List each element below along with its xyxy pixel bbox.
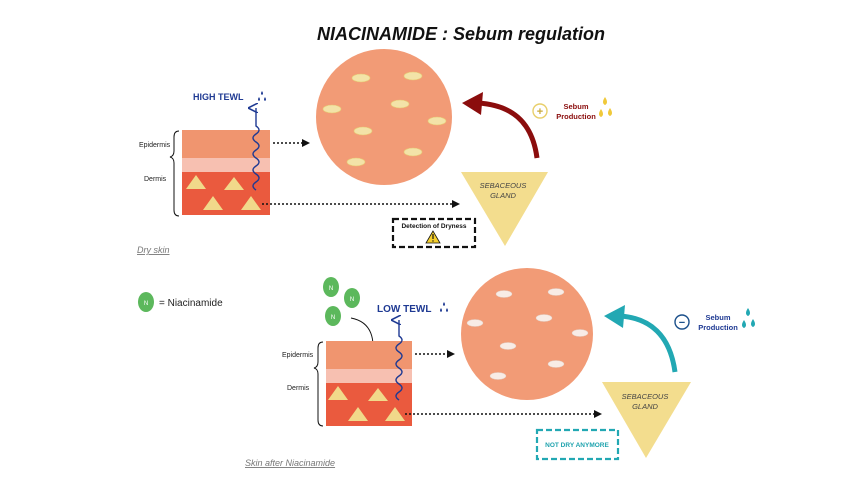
top-dermis-triangle [224,177,244,190]
bottom-status-box [535,428,620,461]
top-section: Epidermis Dermis HIGH TEWL [137,49,612,255]
niacinamide-molecule [325,306,341,326]
top-oil-drops-icon [599,97,612,117]
bottom-section: N N N Epidermis Dermis LOW TEWL [245,268,755,468]
legend-symbol: N [144,301,148,307]
bottom-oil-droplets [466,288,589,380]
top-caption: Dry skin [137,245,170,255]
top-gland-label-line1: SEBACEOUS [480,181,527,190]
top-sebum-sign: + [537,106,543,118]
diagram-title: NIACINAMIDE : Sebum regulation [317,24,605,44]
top-dermis-triangle [203,196,223,210]
molecule-symbol: N [329,286,333,292]
bottom-gland-to-pore-arrow [619,313,678,373]
top-dermis-triangle [241,196,261,210]
bottom-water-drops-icon [440,302,448,312]
bottom-dermis-label: Dermis [287,385,310,392]
bottom-bracket [313,341,324,427]
bottom-dermis-triangle [385,407,405,421]
top-gland-label-line2: GLAND [490,191,516,200]
bottom-status-label: NOT DRY ANYMORE [545,442,609,449]
bottom-sebum-sign: − [679,317,685,329]
top-pink-band [182,158,270,172]
top-sebum-label-line1: Sebum [563,102,588,111]
legend-label: = Niacinamide [159,298,223,309]
bottom-arrowhead [604,305,625,328]
bottom-sebum-label-line1: Sebum [705,313,730,322]
niacinamide-molecule [323,277,339,297]
top-pore-circle [316,49,452,185]
niacinamide-molecules: N N N [323,277,360,326]
molecule-symbol: N [331,315,335,321]
bottom-dermis-triangle [368,388,388,401]
top-tewl-label: HIGH TEWL [193,92,244,102]
niacinamide-legend-icon [138,292,154,312]
bottom-pink-band [326,369,412,383]
bottom-epidermis-label: Epidermis [282,352,314,359]
bottom-gland-label-line1: SEBACEOUS [622,392,669,401]
top-plus-icon [532,103,548,119]
bottom-water-drops-icon [742,308,755,328]
top-sebum-label-line2: Production [556,112,596,121]
legend: N = Niacinamide [138,292,223,312]
bottom-minus-icon [674,314,690,330]
top-oil-droplets [322,71,447,167]
bottom-dermis-triangle [328,386,348,400]
top-arrowhead [462,92,483,115]
top-epidermis-label: Epidermis [139,142,171,149]
top-dermis-triangle [186,175,206,189]
top-sebaceous-gland [461,172,548,246]
bottom-gland-label-line2: GLAND [632,402,658,411]
molecule-symbol: N [350,297,354,303]
top-detection-label: Detection of Dryness [401,223,466,230]
top-gland-to-pore-arrow [477,100,540,159]
top-dermis-label: Dermis [144,176,167,183]
bottom-epidermis-layer [326,341,412,369]
bottom-dermis-triangle [348,407,368,421]
bottom-sebum-label-line2: Production [698,323,738,332]
top-water-drops-icon [258,91,266,101]
bottom-sebaceous-gland [602,382,691,458]
bottom-tewl-label: LOW TEWL [377,304,431,315]
niacinamide-molecule [344,288,360,308]
top-tewl-arrow [253,108,260,191]
bottom-tewl-arrow [396,320,403,401]
warning-icon [425,230,441,244]
top-bracket [169,130,180,217]
bottom-caption: Skin after Niacinamide [245,458,335,468]
